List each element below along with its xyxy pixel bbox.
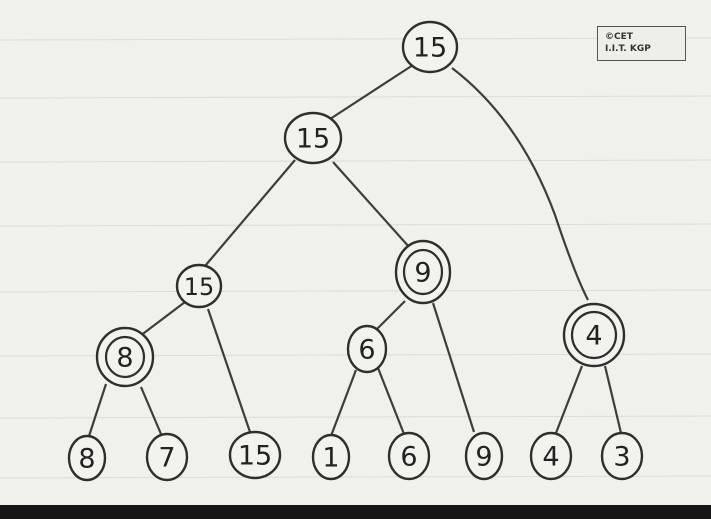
leaf-node: 7 <box>145 432 189 482</box>
node-l2-left: 15 <box>175 263 223 309</box>
node-l1-right: 4 <box>562 302 626 368</box>
watermark-box: ©CET I.I.T. KGP <box>597 26 686 61</box>
leaf-label: 1 <box>322 443 339 474</box>
leaf-label: 15 <box>238 441 272 472</box>
leaf-label: 8 <box>78 444 95 475</box>
tree-edges <box>87 64 623 437</box>
node-root-label: 15 <box>413 33 447 64</box>
edge-l2mid-l3b <box>375 300 406 331</box>
node-l1-left-label: 15 <box>296 124 330 155</box>
node-root: 15 <box>401 20 459 74</box>
leaf-node: 4 <box>529 431 573 481</box>
leaf-label: 3 <box>613 442 630 473</box>
leaf-label: 4 <box>542 442 559 473</box>
watermark-line-1: ©CET <box>605 32 633 42</box>
paper-background <box>0 0 711 505</box>
bottom-shadow <box>0 505 711 519</box>
leaf-node: 1 <box>311 433 351 481</box>
leaf-node: 8 <box>67 434 107 482</box>
leaf-label: 6 <box>400 442 417 473</box>
edge-l3a-leaf8 <box>87 383 108 437</box>
node-l2-left-label: 15 <box>184 273 215 301</box>
node-l3-a: 8 <box>95 326 155 388</box>
edge-l2mid-leaf9 <box>431 302 476 433</box>
edge-root-l1left <box>326 64 414 122</box>
leaf-node: 15 <box>228 430 282 480</box>
edge-root-l1right <box>451 67 589 301</box>
edge-l3b-leaf1 <box>329 369 358 437</box>
leaf-label: 9 <box>475 442 492 473</box>
leaf-nodes: 8 7 15 1 6 9 4 <box>67 430 644 482</box>
edge-l1left-l2mid <box>332 161 411 249</box>
leaf-node: 6 <box>387 431 431 481</box>
edge-l1right-leaf4 <box>554 365 584 434</box>
node-l3-b: 6 <box>346 324 388 374</box>
node-l3-a-label: 8 <box>116 343 133 374</box>
node-l2-mid: 9 <box>394 239 452 305</box>
leaf-node: 3 <box>600 431 644 481</box>
node-l2-mid-label: 9 <box>414 258 431 289</box>
watermark-line-2: I.I.T. KGP <box>605 44 651 54</box>
edge-l2left-l3a <box>139 301 186 337</box>
leaf-node: 9 <box>464 431 504 481</box>
edge-l2left-leaf15 <box>206 308 252 433</box>
node-l1-left: 15 <box>283 111 343 165</box>
edge-l1right-leaf3 <box>603 365 623 434</box>
node-l3-b-label: 6 <box>358 335 375 366</box>
edge-l3a-leaf7 <box>139 386 163 435</box>
edge-l1left-l2left <box>204 159 296 267</box>
edge-l3b-leaf6 <box>376 367 406 435</box>
leaf-label: 7 <box>158 443 175 474</box>
node-l1-right-label: 4 <box>585 321 602 352</box>
